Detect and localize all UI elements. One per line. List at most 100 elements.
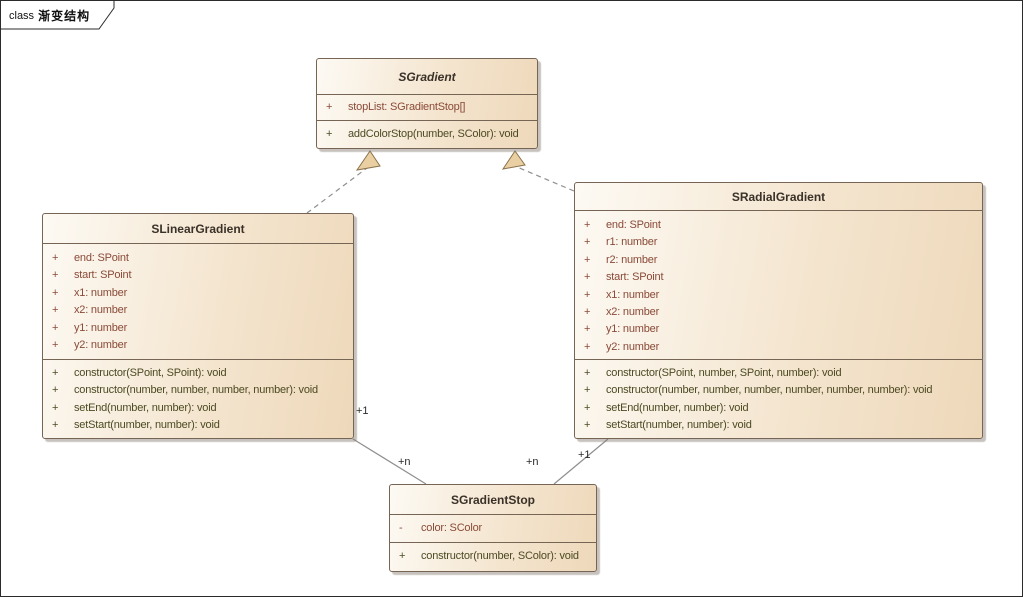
visibility-sign: + — [52, 367, 59, 379]
visibility-sign: + — [584, 288, 591, 301]
attribute-row: +start: SPoint — [575, 269, 982, 286]
visibility-sign: + — [584, 340, 591, 353]
visibility-sign: - — [399, 521, 403, 534]
attribute-row: + end: SPoint — [575, 217, 982, 234]
method-row: + constructor(number, SColor): void — [390, 548, 596, 565]
realization-line-radial[interactable] — [516, 166, 575, 192]
visibility-sign: + — [399, 550, 406, 563]
method-text: addColorStop(number, SColor): void — [348, 127, 519, 140]
attribute-text: r2: number — [606, 253, 658, 266]
method-text: constructor(SPoint, SPoint): void — [74, 367, 227, 379]
method-text: constructor(number, number, number, numb… — [606, 384, 933, 397]
multiplicity-label: +n — [398, 456, 411, 468]
visibility-sign: + — [584, 384, 591, 397]
frame-keyword: class — [9, 9, 35, 22]
method-text: setStart(number, number): void — [606, 419, 752, 432]
method-text: setEnd(number, number): void — [606, 401, 749, 414]
visibility-sign: + — [52, 304, 59, 317]
visibility-sign: + — [52, 286, 59, 299]
attribute-text: end: SPoint — [74, 252, 129, 264]
method-row: + constructor(number, number, number, num… — [575, 382, 982, 399]
attributes-section: +end: SPoint +start: SPoint +x1: number … — [43, 243, 353, 359]
attribute-text: x1: number — [74, 286, 128, 299]
attribute-text: stopList: SGradientStop[] — [348, 100, 466, 113]
class-sgradient[interactable]: SGradient + stopList: SGradientStop[] + … — [316, 58, 538, 149]
method-row: + setStart(number, number): void — [575, 417, 982, 434]
visibility-sign: + — [52, 419, 59, 432]
method-text: constructor(SPoint, number, SPoint, numb… — [606, 367, 842, 379]
visibility-sign: + — [52, 321, 59, 334]
class-title: SRadialGradient — [731, 189, 826, 204]
attribute-row: +start: SPoint — [43, 267, 353, 284]
attribute-text: y2: number — [606, 340, 660, 353]
methods-section: + addColorStop(number, SColor): void — [317, 120, 537, 148]
multiplicity-label: +1 — [356, 405, 369, 417]
attributes-section: + end: SPoint + r1: number + r2: number +st… — [575, 210, 982, 359]
attribute-row: + y1: number — [43, 320, 353, 337]
class-title: SGradient — [398, 69, 456, 84]
attributes-section: - color: SColor — [390, 514, 596, 542]
attribute-text: color: SColor — [421, 521, 482, 534]
attribute-text: y2: number — [74, 339, 128, 352]
attribute-row: + end: SPoint — [43, 250, 353, 267]
visibility-sign: + — [52, 384, 59, 397]
realization-arrowhead-radial-icon — [501, 150, 526, 170]
visibility-sign: + — [326, 127, 333, 140]
method-row: + constructor(SPoint, SPoint): void — [43, 365, 353, 382]
diagram-frame-tab: class 渐变结构 — [2, 2, 112, 29]
class-slineargradient[interactable]: SLinearGradient +end: SPoint +start: SPo… — [42, 213, 354, 439]
class-title: SLinearGradient — [151, 221, 245, 236]
class-sgradientstop[interactable]: SGradientStop - color: SColor + construc… — [389, 484, 597, 572]
method-row: + constructor(SPoint, number, SPoint, num… — [575, 365, 982, 382]
attribute-row: - color: SColor — [390, 520, 596, 537]
realization-line-linear[interactable] — [306, 167, 368, 214]
visibility-sign: + — [584, 236, 591, 249]
method-row: + constructor(number, number, number, num… — [43, 382, 353, 399]
attribute-text: end: SPoint — [606, 219, 661, 231]
attribute-row: + stopList: SGradientStop[] — [317, 99, 537, 116]
attribute-row: + r1: number — [575, 234, 982, 251]
attribute-row: + x1: number — [43, 285, 353, 302]
association-line-radial-stop[interactable] — [553, 438, 609, 485]
class-title: SGradientStop — [450, 492, 535, 507]
visibility-sign: + — [52, 401, 59, 414]
multiplicity-label: +1 — [578, 449, 591, 461]
visibility-sign: + — [584, 323, 591, 336]
methods-section: + constructor(number, SColor): void — [390, 542, 596, 571]
attribute-row: + y2: number — [575, 339, 982, 356]
visibility-sign: + — [52, 252, 59, 264]
attributes-section: + stopList: SGradientStop[] — [317, 94, 537, 120]
visibility-sign: + — [584, 271, 591, 284]
visibility-sign: + — [584, 253, 591, 266]
method-row: + setEnd(number, number): void — [43, 400, 353, 417]
visibility-sign: + — [584, 367, 591, 379]
attribute-text: y1: number — [74, 321, 128, 334]
method-row: + addColorStop(number, SColor): void — [317, 126, 537, 143]
attribute-text: x1: number — [606, 288, 660, 301]
visibility-sign: + — [584, 306, 591, 319]
attribute-row: + y1: number — [575, 321, 982, 338]
methods-section: + constructor(SPoint, number, SPoint, num… — [575, 359, 982, 438]
association-line-linear-stop[interactable] — [352, 438, 427, 485]
attribute-text: x2: number — [74, 304, 128, 317]
attribute-text: r1: number — [606, 236, 658, 249]
attribute-row: +x2: number — [575, 304, 982, 321]
method-text: constructor(number, number, number, numb… — [74, 384, 318, 397]
attribute-row: + y2: number — [43, 337, 353, 354]
method-row: +setStart(number, number): void — [43, 417, 353, 434]
frame-title: 渐变结构 — [38, 9, 91, 23]
visibility-sign: + — [584, 219, 591, 231]
method-text: setEnd(number, number): void — [74, 401, 217, 414]
visibility-sign: + — [584, 401, 591, 414]
attribute-text: y1: number — [606, 323, 660, 336]
attribute-text: start: SPoint — [74, 269, 132, 282]
visibility-sign: + — [584, 419, 591, 432]
attribute-row: + r2: number — [575, 252, 982, 269]
attribute-row: + x1: number — [575, 287, 982, 304]
visibility-sign: + — [52, 339, 59, 352]
method-row: + setEnd(number, number): void — [575, 400, 982, 417]
method-text: constructor(number, SColor): void — [421, 550, 579, 563]
attribute-row: + x2: number — [43, 302, 353, 319]
class-sradialgradient[interactable]: SRadialGradient + end: SPoint + r1: number… — [574, 182, 983, 439]
